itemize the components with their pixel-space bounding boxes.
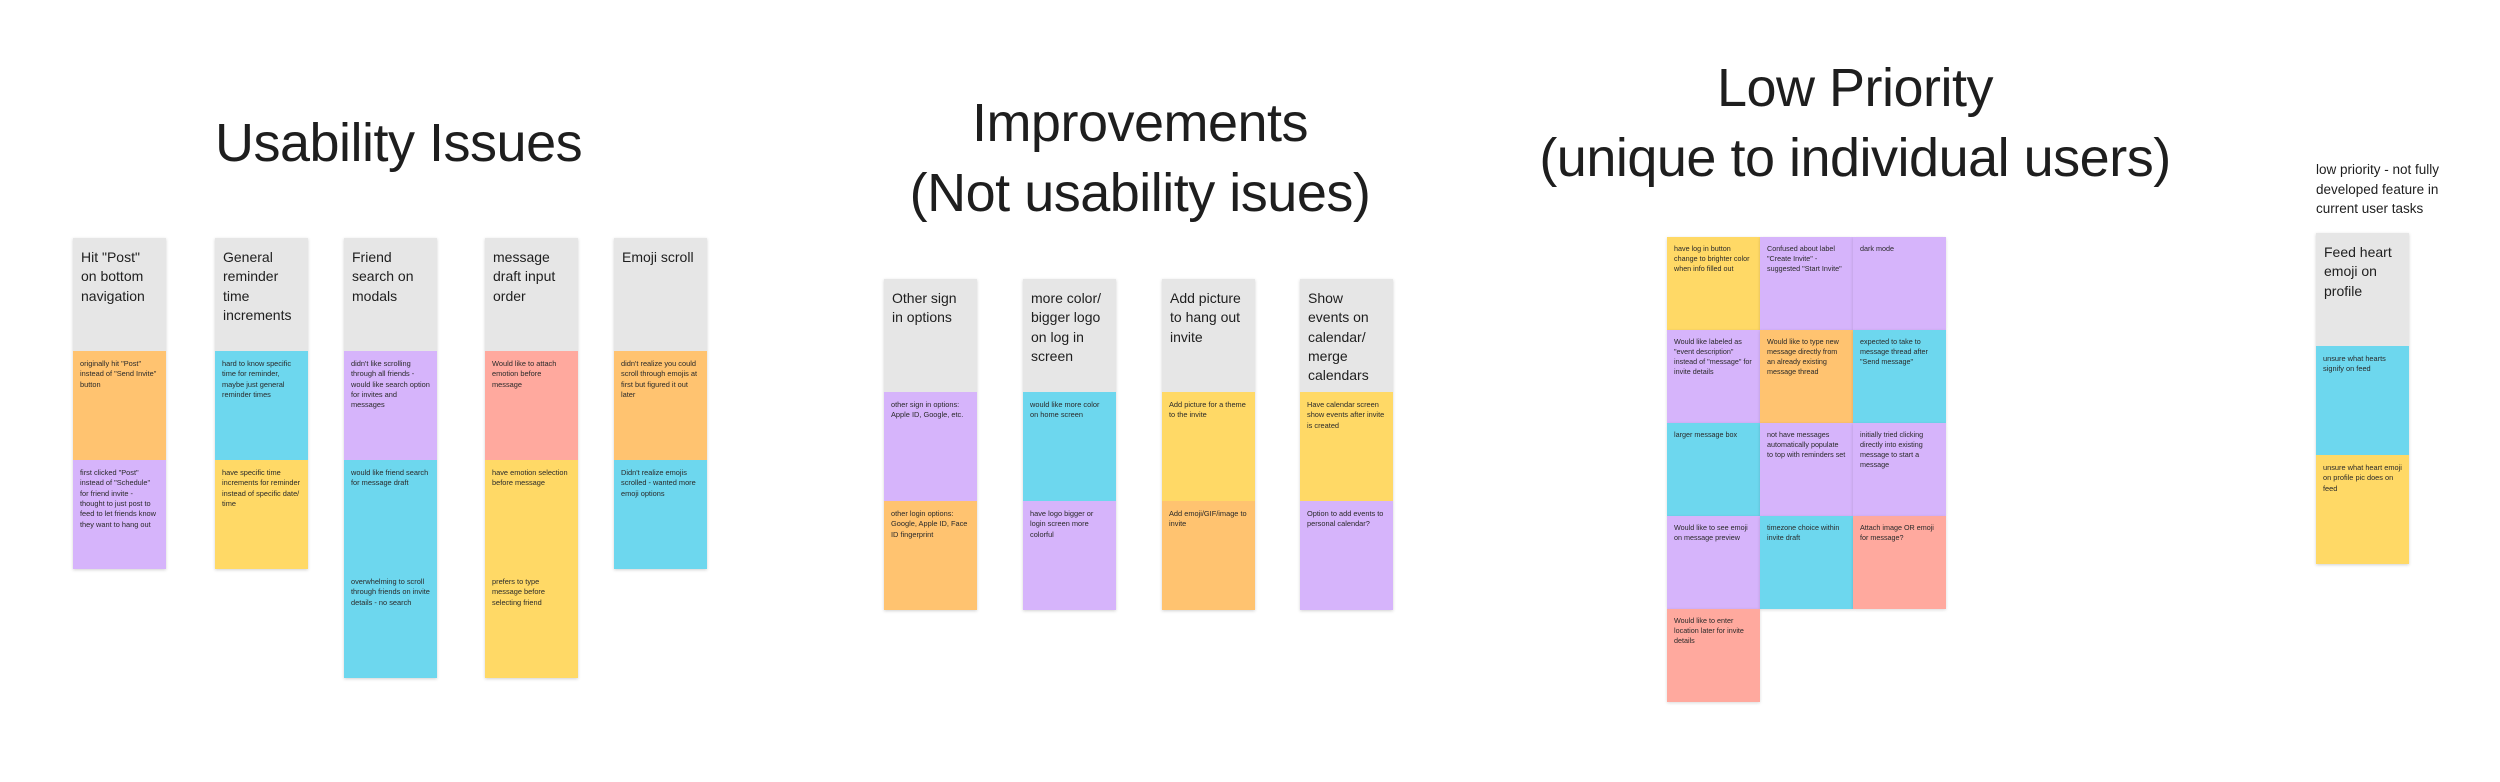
sticky-note: have emotion selection before message	[485, 460, 578, 569]
sticky-note: Would like to enter location later for i…	[1667, 609, 1760, 702]
sticky-note: hard to know specific time for reminder,…	[215, 351, 308, 460]
low-priority-title-line2: (unique to individual users)	[1539, 128, 2171, 189]
column-message-draft: message draft input order Would like to …	[485, 238, 578, 678]
column-header: Feed heart emoji on profile	[2316, 233, 2409, 346]
sticky-note: unsure what hearts signify on feed	[2316, 346, 2409, 455]
sticky-note: initially tried clicking directly into e…	[1853, 423, 1946, 516]
column-header: Friend search on modals	[344, 238, 437, 351]
sticky-note: Would like to attach emotion before mess…	[485, 351, 578, 460]
section-title-usability: Usability Issues	[215, 113, 583, 173]
section-title-improvements: Improvements (Not usability isues)	[900, 88, 1380, 228]
sticky-note: other sign in options: Apple ID, Google,…	[884, 392, 977, 501]
sticky-note: originally hit "Post" instead of "Send I…	[73, 351, 166, 460]
sticky-note: Would like labeled as "event description…	[1667, 330, 1760, 423]
sticky-note: Didn't realize emojis scrolled - wanted …	[614, 460, 707, 569]
sticky-note: would like more color on home screen	[1023, 392, 1116, 501]
column-header: Show events on calendar/ merge calendars	[1300, 279, 1393, 392]
side-note-low-priority: low priority - not fully developed featu…	[2316, 162, 2440, 217]
sticky-note: unsure what heart emoji on profile pic d…	[2316, 455, 2409, 564]
sticky-note: have specific time increments for remind…	[215, 460, 308, 569]
sticky-note: Would like to type new message directly …	[1760, 330, 1853, 423]
column-friend-search: Friend search on modals didn't like scro…	[344, 238, 437, 678]
sticky-note: first clicked "Post" instead of "Schedul…	[73, 460, 166, 569]
sticky-note: dark mode	[1853, 237, 1946, 330]
sticky-note: didn't like scrolling through all friend…	[344, 351, 437, 460]
sticky-note: overwhelming to scroll through friends o…	[344, 569, 437, 678]
column-add-picture: Add picture to hang out invite Add pictu…	[1162, 279, 1255, 610]
column-header: Other sign in options	[884, 279, 977, 392]
sticky-note: Add emoji/GIF/image to invite	[1162, 501, 1255, 610]
sticky-note: larger message box	[1667, 423, 1760, 516]
column-header: General reminder time increments	[215, 238, 308, 351]
column-header: more color/ bigger logo on log in screen	[1023, 279, 1116, 392]
sticky-note: timezone choice within invite draft	[1760, 516, 1853, 609]
sticky-note: Attach image OR emoji for message?	[1853, 516, 1946, 609]
column-show-events: Show events on calendar/ merge calendars…	[1300, 279, 1393, 610]
column-general-reminder: General reminder time increments hard to…	[215, 238, 308, 569]
sticky-note: Confused about label "Create Invite" - s…	[1760, 237, 1853, 330]
sticky-note: didn't realize you could scroll through …	[614, 351, 707, 460]
column-emoji-scroll: Emoji scroll didn't realize you could sc…	[614, 238, 707, 569]
column-header: message draft input order	[485, 238, 578, 351]
column-feed-heart: Feed heart emoji on profile unsure what …	[2316, 233, 2409, 564]
sticky-note: other login options: Google, Apple ID, F…	[884, 501, 977, 610]
column-header: Emoji scroll	[614, 238, 707, 351]
low-priority-title-line1: Low Priority	[1716, 58, 1994, 118]
sticky-note: have log in button change to brighter co…	[1667, 237, 1760, 330]
improvements-title-line2: (Not usability isues)	[909, 163, 1371, 224]
sticky-note: not have messages automatically populate…	[1760, 423, 1853, 516]
sticky-note: prefers to type message before selecting…	[485, 569, 578, 678]
section-title-low-priority: Low Priority (unique to individual users…	[1530, 53, 2180, 193]
sticky-note: Add picture for a theme to the invite	[1162, 392, 1255, 501]
sticky-note: expected to take to message thread after…	[1853, 330, 1946, 423]
sticky-note: have logo bigger or login screen more co…	[1023, 501, 1116, 610]
sticky-note: Would like to see emoji on message previ…	[1667, 516, 1760, 609]
column-other-sign-in: Other sign in options other sign in opti…	[884, 279, 977, 610]
column-header: Hit "Post" on bottom navigation	[73, 238, 166, 351]
sticky-note: Have calendar screen show events after i…	[1300, 392, 1393, 501]
sticky-note: would like friend search for message dra…	[344, 460, 437, 569]
column-header: Add picture to hang out invite	[1162, 279, 1255, 392]
column-hit-post: Hit "Post" on bottom navigation original…	[73, 238, 166, 569]
column-more-color-logo: more color/ bigger logo on log in screen…	[1023, 279, 1116, 610]
sticky-note: Option to add events to personal calenda…	[1300, 501, 1393, 610]
improvements-title-line1: Improvements	[971, 93, 1309, 153]
